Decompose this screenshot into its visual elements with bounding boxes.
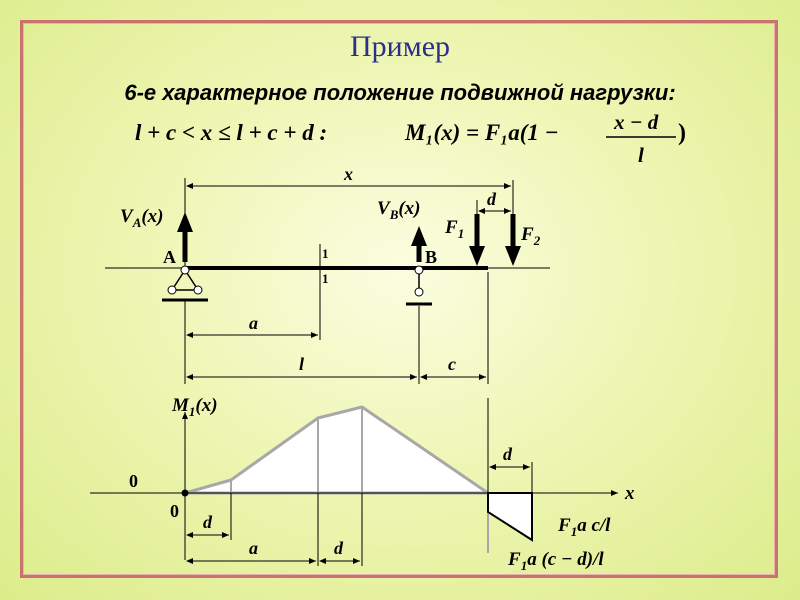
pin-hinge-a-right [193, 285, 203, 295]
dim-a-label: a [249, 313, 258, 333]
roller-hinge-b-top [414, 265, 424, 275]
diagram-d1-label: d [203, 512, 213, 532]
load-f2-arrow [505, 246, 521, 266]
diagram-d-top-label: d [503, 444, 513, 464]
subtitle: 6-е характерное положение подвижной нагр… [124, 80, 676, 105]
origin-dot [181, 489, 189, 497]
reaction-vb-arrow [411, 226, 427, 246]
page-title: Пример [349, 30, 451, 63]
reaction-va-arrow [177, 212, 193, 232]
diagram-x-label: x [624, 483, 635, 504]
diagram-a-label: a [249, 538, 258, 558]
formula-condition: l + c < x ≤ l + c + d : [135, 120, 327, 145]
diagram-negative-segment [487, 492, 533, 542]
diagram-y-label: M1(x) [171, 395, 218, 419]
load-f1-arrow [469, 246, 485, 266]
pin-hinge-a-left [167, 285, 177, 295]
diagram-d2-label: d [334, 538, 344, 558]
vb-label: VB(x) [377, 198, 421, 222]
label-f1ac: F1a c/l [557, 515, 611, 539]
f2-label: F2 [520, 224, 541, 248]
va-label: VA(x) [120, 206, 164, 230]
label-f1acd: F1a (c − d)/l [507, 549, 604, 573]
x-label: x [343, 164, 353, 184]
diagram-zero-origin: 0 [170, 501, 179, 521]
pin-hinge-a [180, 265, 190, 275]
support-a-label: A [163, 247, 176, 267]
d-label-top: d [487, 189, 497, 209]
support-b-label: B [425, 247, 437, 267]
slide-frame [20, 20, 778, 578]
formula-numerator: x − d [613, 110, 659, 134]
dim-c-label: c [448, 354, 456, 374]
formula-denominator: l [638, 143, 644, 167]
formula-moment: M₁(x) = F₁a(1 − [404, 120, 559, 145]
formula-close: ) [678, 120, 686, 146]
dim-l-label: l [299, 354, 304, 374]
diagram-zero-left: 0 [129, 471, 138, 491]
f1-label: F1 [444, 217, 464, 241]
roller-hinge-b-bottom [414, 287, 424, 297]
pin-support-a [170, 268, 200, 291]
section-label-bottom: 1 [322, 271, 329, 286]
section-label-top: 1 [322, 246, 329, 261]
